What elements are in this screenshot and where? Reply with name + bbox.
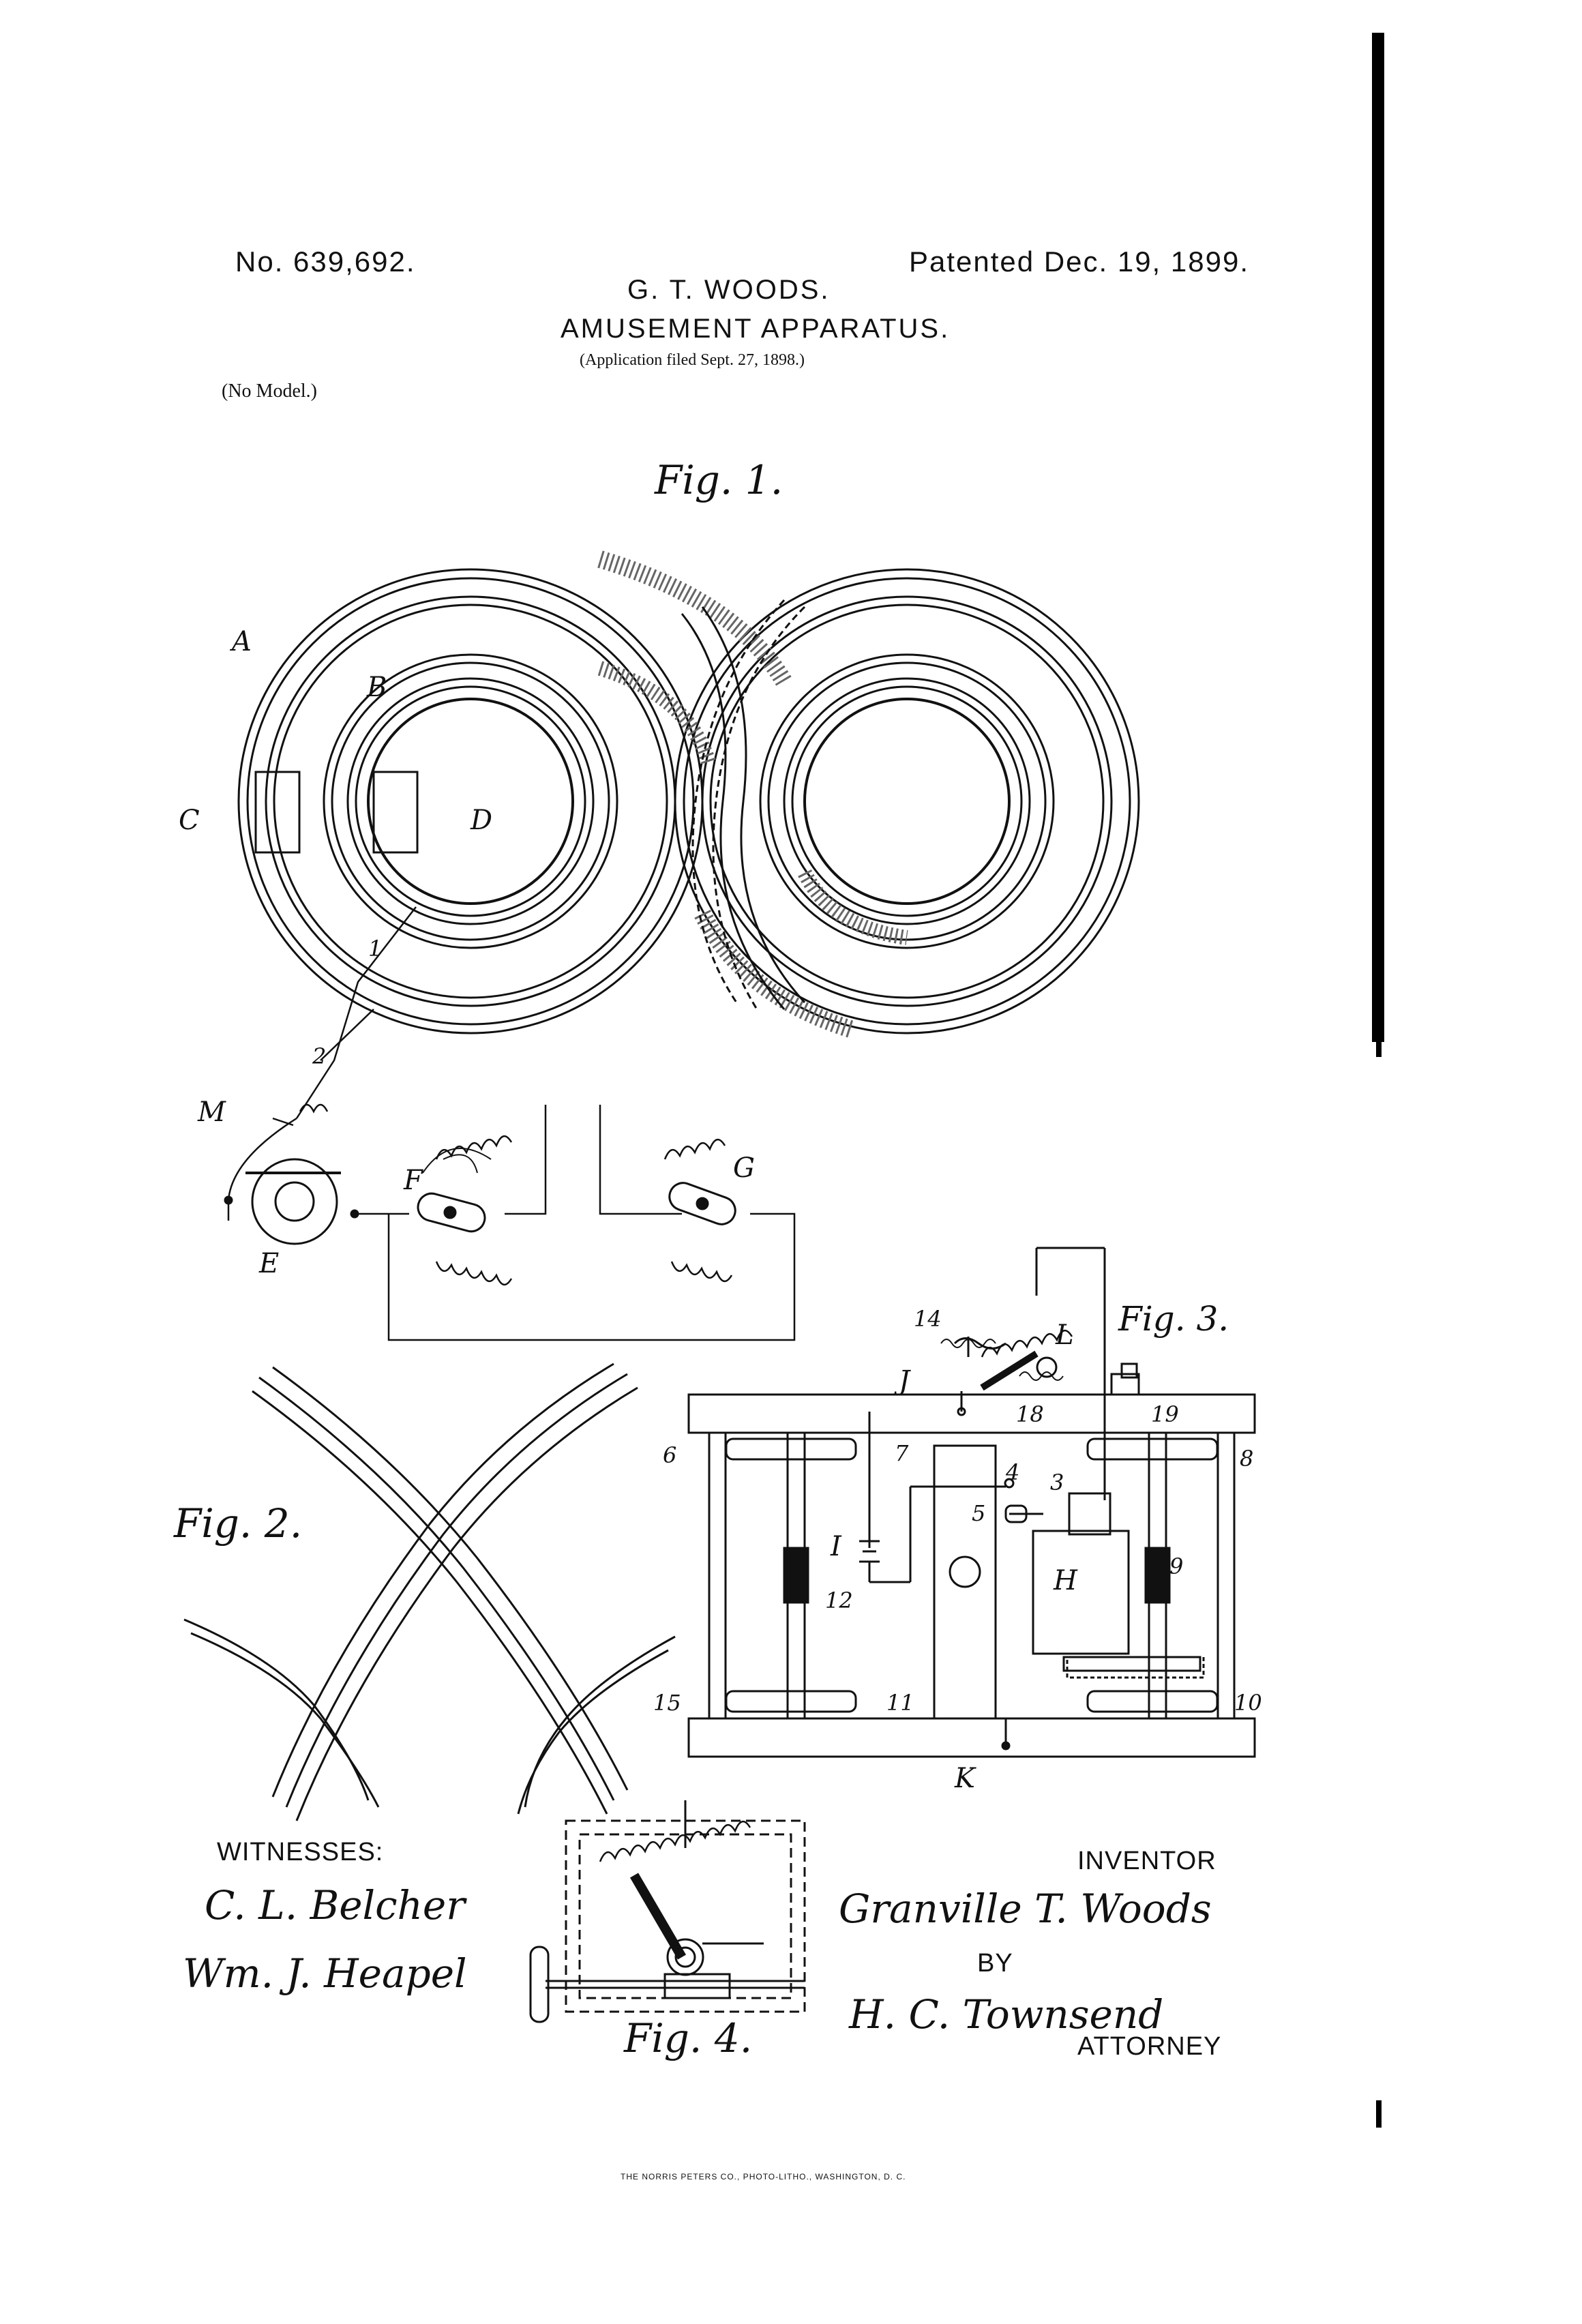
ref-g: G: [733, 1152, 755, 1184]
ref-15: 15: [653, 1690, 681, 1716]
ref-4: 4: [1006, 1459, 1020, 1485]
ref-b: B: [367, 672, 387, 703]
ref-c: C: [179, 805, 200, 836]
patent-date: Patented Dec. 19, 1899.: [909, 245, 1249, 278]
ref-e: E: [259, 1248, 280, 1279]
fig1-wiring: [227, 906, 796, 1341]
fig3-car-mechanism: [687, 1247, 1256, 1758]
ref-d: D: [471, 805, 493, 836]
fig1-track-right: [674, 568, 1140, 1034]
ref-j: J: [899, 1365, 910, 1397]
ref-2: 2: [312, 1043, 327, 1069]
ref-18: 18: [1016, 1401, 1044, 1427]
ref-a: A: [232, 626, 252, 657]
application-date: (Application filed Sept. 27, 1898.): [580, 351, 805, 369]
inventor-label: INVENTOR: [1077, 1847, 1217, 1875]
witnesses-label: WITNESSES:: [217, 1838, 384, 1866]
fig2-label: Fig. 2.: [174, 1500, 303, 1547]
witness-signature-2: Wm. J. Heapel: [183, 1950, 467, 1997]
patent-title: AMUSEMENT APPARATUS.: [561, 314, 951, 344]
inventor-name: G. T. WOODS.: [627, 275, 831, 305]
ref-i: I: [831, 1531, 841, 1562]
fig4-controller: [529, 1800, 806, 2023]
ref-l: L: [1056, 1320, 1074, 1351]
fig3-label: Fig. 3.: [1118, 1299, 1229, 1339]
generator-e: [251, 1158, 338, 1245]
ref-f: F: [404, 1165, 423, 1196]
ref-19: 19: [1151, 1401, 1179, 1427]
witness-signature-1: C. L. Belcher: [205, 1882, 465, 1928]
fig1-label: Fig. 1.: [655, 457, 783, 503]
fig2-crossing-track: [183, 1362, 676, 1821]
ref-8: 8: [1240, 1446, 1254, 1472]
contact-block-c: [254, 771, 301, 854]
ref-9: 9: [1169, 1553, 1184, 1579]
ref-10: 10: [1234, 1690, 1262, 1716]
ref-1: 1: [368, 936, 383, 962]
attorney-label: ATTORNEY: [1077, 2032, 1222, 2061]
ref-5: 5: [972, 1500, 986, 1526]
scan-edge-mark: [1376, 2100, 1382, 2128]
rheostat-g: [663, 1139, 736, 1282]
ref-h: H: [1054, 1565, 1077, 1596]
by-label: BY: [977, 1949, 1013, 1978]
attorney-signature: H. C. Townsend: [849, 1991, 1164, 2038]
ref-14: 14: [914, 1306, 942, 1332]
ref-6: 6: [663, 1442, 677, 1468]
scan-edge-bar: [1372, 33, 1384, 1042]
ref-3: 3: [1050, 1470, 1064, 1495]
fig1-track-left: [237, 568, 704, 1034]
fig4-label: Fig. 4.: [624, 2015, 753, 2061]
inventor-signature: Granville T. Woods: [839, 1886, 1212, 1932]
contact-block-d: [372, 771, 419, 854]
fig1-crossover: [681, 599, 806, 1010]
fig1-hatched-bridge: [597, 550, 908, 1039]
rheostat-f: [417, 1135, 513, 1285]
ref-11: 11: [886, 1690, 914, 1716]
scan-edge-mark: [1376, 1023, 1382, 1057]
model-note: (No Model.): [222, 381, 317, 402]
printer-imprint: THE NORRIS PETERS CO., PHOTO-LITHO., WAS…: [621, 2172, 906, 2181]
ref-m: M: [198, 1097, 226, 1128]
patent-number: No. 639,692.: [235, 245, 416, 278]
ref-k: K: [955, 1763, 975, 1794]
resistor-m: [272, 1103, 329, 1127]
ref-12: 12: [825, 1588, 853, 1613]
ref-7: 7: [895, 1440, 909, 1466]
